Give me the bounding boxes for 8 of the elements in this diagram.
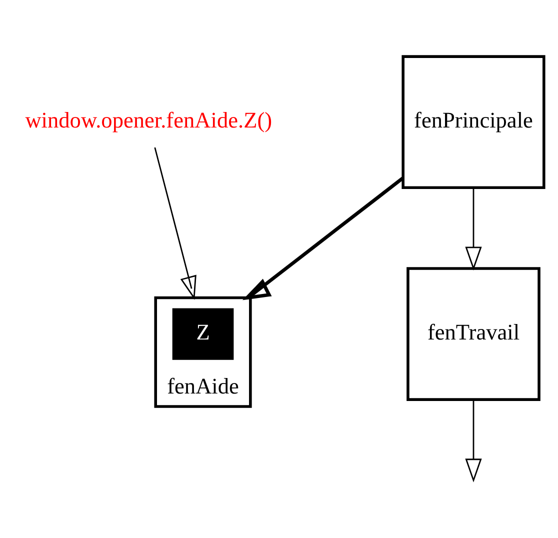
node-box: fenPrincipale — [402, 55, 546, 190]
arrow — [465, 400, 482, 482]
arrow — [154, 147, 196, 300]
node-box: fenTravail — [406, 267, 540, 401]
node-box: Z — [172, 308, 234, 360]
arrow — [465, 188, 482, 270]
node-text: window.opener.fenAide.Z() — [25, 107, 272, 132]
arrow — [242, 176, 404, 300]
